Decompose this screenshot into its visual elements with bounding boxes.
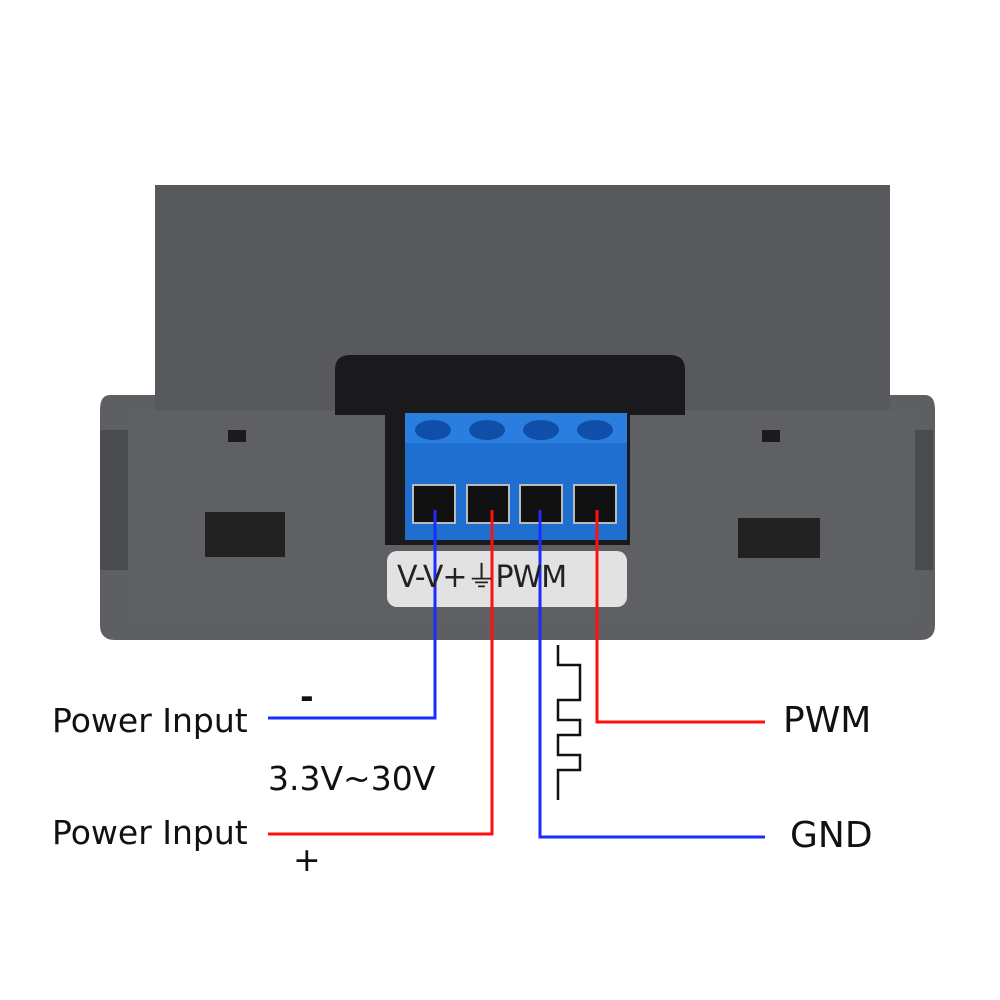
slot bbox=[762, 430, 780, 442]
square-wave-icon bbox=[556, 645, 582, 800]
voltage-range: 3.3V~30V bbox=[268, 759, 436, 798]
terminal-label-text: V-V+⏚PWM bbox=[397, 560, 567, 595]
terminal-block bbox=[405, 413, 627, 540]
terminal-label-plate bbox=[387, 551, 627, 607]
mount-hole bbox=[205, 512, 285, 557]
power-input-minus-label: Power Input bbox=[52, 701, 248, 740]
side-tab-left bbox=[100, 430, 128, 570]
power-input-plus-label: Power Input bbox=[52, 813, 248, 852]
plus-sign: + bbox=[293, 840, 321, 879]
wire-pwm bbox=[595, 510, 765, 724]
mount-hole bbox=[738, 518, 820, 558]
gnd-label: GND bbox=[790, 815, 873, 856]
pwm-label: PWM bbox=[783, 700, 872, 741]
wire-gnd bbox=[538, 510, 765, 839]
wire-power-plus bbox=[268, 510, 494, 836]
wire-power-minus bbox=[268, 510, 437, 720]
slot bbox=[228, 430, 246, 442]
minus-sign: - bbox=[300, 677, 314, 716]
